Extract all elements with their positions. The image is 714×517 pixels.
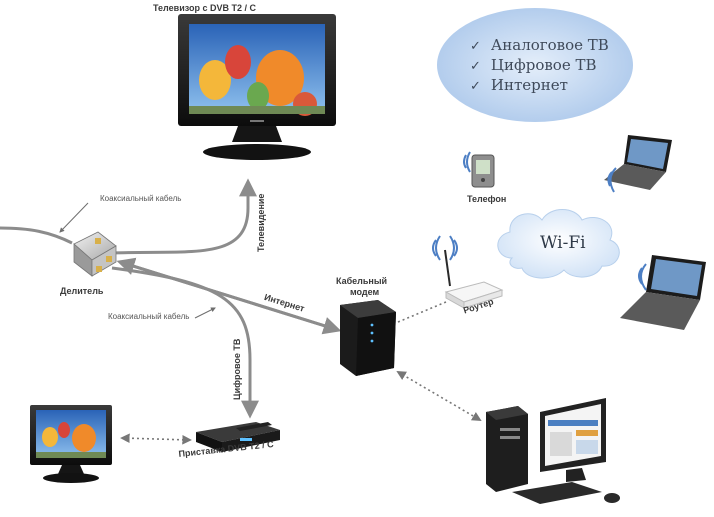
- phone: [463, 151, 495, 188]
- feature-label: Цифровое ТВ: [490, 56, 597, 74]
- laptop-top: [604, 135, 672, 193]
- coax-label-pointer-bottom: [194, 307, 216, 319]
- label-wifi: Wi-Fi: [540, 233, 586, 253]
- feature-item: ✓ Аналоговое ТВ: [470, 36, 609, 54]
- link-modem-pc: [396, 371, 482, 421]
- cable-to-settop: [111, 266, 259, 419]
- splitter: [73, 231, 117, 277]
- wifi-cloud: [497, 209, 620, 279]
- label-television: Телевидение: [256, 193, 266, 252]
- label-phone: Телефон: [467, 194, 507, 204]
- label-cable-modem-line2: модем: [350, 287, 380, 297]
- feature-item: ✓ Цифровое ТВ: [470, 56, 597, 74]
- coax-cable-in: [0, 226, 73, 245]
- label-coax-cable-top: Коаксиальный кабель: [100, 194, 182, 203]
- feature-label: Интернет: [490, 76, 568, 94]
- router: [432, 235, 504, 309]
- check-icon: ✓: [470, 79, 481, 94]
- tv-dvb: [178, 14, 336, 160]
- router-wifi-signal: [432, 235, 441, 261]
- features-cloud: [437, 8, 633, 122]
- check-icon: ✓: [470, 59, 481, 74]
- check-icon: ✓: [470, 39, 481, 54]
- link-modem-router: [397, 301, 447, 323]
- cable-to-tv: [111, 178, 257, 255]
- settop-box: [196, 422, 280, 452]
- feature-item: ✓ Интернет: [470, 76, 568, 94]
- label-coax-cable-bottom: Коаксиальный кабель: [108, 312, 190, 321]
- coax-label-pointer-top: [59, 202, 89, 233]
- desktop-pc: [486, 398, 620, 504]
- label-tv-dvb: Телевизор с DVB T2 / C: [153, 3, 256, 13]
- laptop-bottom: [620, 255, 706, 330]
- label-digital-tv: Цифровое ТВ: [232, 338, 242, 400]
- feature-label: Аналоговое ТВ: [490, 36, 609, 54]
- tv-small: [30, 405, 112, 483]
- label-splitter: Делитель: [60, 286, 104, 296]
- link-tv-settop: [120, 433, 192, 445]
- cable-modem: [340, 300, 396, 376]
- label-cable-modem-line1: Кабельный: [336, 276, 388, 286]
